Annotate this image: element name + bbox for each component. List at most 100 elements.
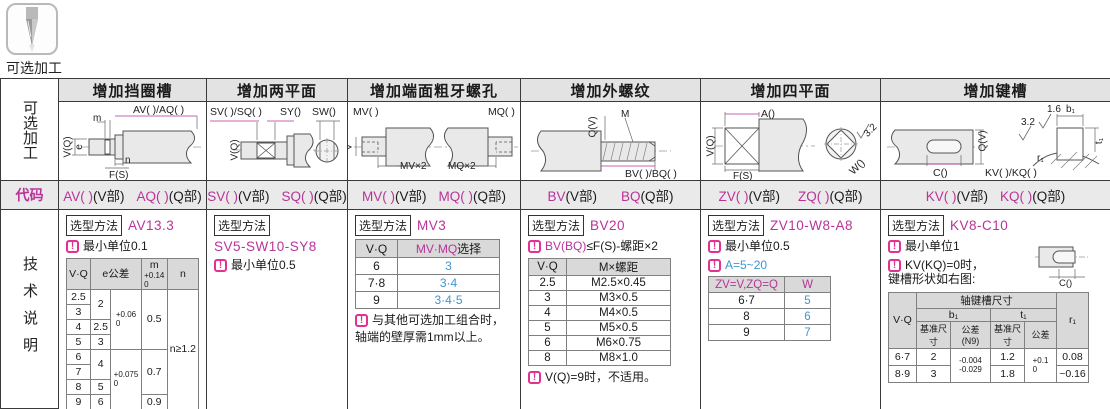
dim-label-vq: V(Q) bbox=[62, 136, 74, 158]
drill-bit-graphic bbox=[26, 7, 38, 52]
surface-finish-32-label: 3.2 bbox=[1021, 117, 1035, 128]
dim-label-sw: SW() bbox=[312, 106, 336, 118]
table-row: 基准尺寸 公差(N9) 基准尺寸 公差 bbox=[889, 320, 1089, 349]
dim-label-vq: V(Q) bbox=[705, 135, 717, 157]
table-row: 3 bbox=[66, 303, 199, 320]
selection-method-box: 选型方法 bbox=[355, 215, 412, 236]
tech-cell-two-flats: 选型方法 SV5-SW10-SY8 ! 最小单位0.5 bbox=[207, 210, 348, 409]
dim-label-qv: Q(V) bbox=[587, 116, 599, 138]
selection-example: MV3 bbox=[417, 218, 447, 233]
dim-label-sy: SY() bbox=[280, 106, 301, 118]
warning-icon: ! bbox=[528, 240, 541, 253]
warning-icon: ! bbox=[888, 258, 901, 272]
optional-machining-label: 可选加工 bbox=[6, 60, 62, 76]
note-combination: ! 与其他可选加工组合时， bbox=[355, 313, 513, 329]
code-cell-zv-zq: ZV( )(V部) ZQ( )(Q部) bbox=[701, 181, 881, 210]
diagram-keyway: Q(V) C() KV( )/KQ( ) 1.6 b₁ 3.2 t₁ r₁ bbox=[881, 102, 1110, 181]
diagram-external-thread: Q(V) M BV( )/BQ( ) bbox=[521, 102, 701, 181]
col-header-keyway: 增加键槽 bbox=[881, 79, 1110, 102]
code-cell-bv-bq: BV(V部) BQ(Q部) bbox=[521, 181, 701, 210]
dim-label-c: C() bbox=[933, 167, 948, 179]
dim-label-mq: MQ( ) bbox=[488, 106, 515, 118]
selection-example: BV20 bbox=[590, 218, 626, 233]
table-row: V·Q 轴键槽尺寸 r₁ bbox=[888, 291, 1089, 349]
dim-label-vq: V(Q) bbox=[229, 139, 241, 161]
warning-icon: ! bbox=[66, 240, 79, 253]
dim-label-e: e bbox=[73, 144, 85, 150]
dim-label-kv-kq: KV( )/KQ( ) bbox=[985, 167, 1037, 179]
dim-label-r1: r₁ bbox=[1037, 153, 1044, 164]
note-combination-line2: 轴端的壁厚需1mm以上。 bbox=[355, 329, 490, 344]
col-header-two-flats: 增加两平面 bbox=[207, 79, 348, 102]
four-flats-drawing bbox=[712, 112, 870, 172]
selection-example: AV13.3 bbox=[128, 218, 175, 233]
selection-method-box: 选型方法 bbox=[214, 215, 271, 236]
col-header-retaining-ring-groove: 增加挡圈槽 bbox=[59, 79, 207, 102]
tech-cell-keyway: 选型方法 KV8-C10 C() ! 最小单位1 ! bbox=[881, 210, 1110, 409]
dim-label-m-thread: M bbox=[621, 109, 630, 120]
note-kv-zero-line2: 键槽形状如右图: bbox=[888, 272, 976, 287]
row-header-code: 代码 bbox=[1, 181, 59, 210]
keyway-mini-drawing bbox=[1035, 246, 1089, 279]
dim-label-a: A() bbox=[761, 108, 775, 120]
warning-icon: ! bbox=[708, 240, 721, 253]
dim-label-fs: F(S) bbox=[733, 171, 753, 181]
selection-example: KV8-C10 bbox=[950, 218, 1009, 233]
dim-label-n: n bbox=[125, 155, 131, 166]
col-header-end-tapped-hole: 增加端面粗牙螺孔 bbox=[348, 79, 521, 102]
keyway-drawing bbox=[887, 113, 1100, 171]
dim-label-mv2: MV×2 bbox=[400, 161, 427, 172]
dim-label-qv: Q(V) bbox=[977, 130, 989, 152]
selection-method-box: 选型方法 bbox=[708, 215, 765, 236]
selection-method-box: 选型方法 bbox=[66, 215, 123, 236]
col-header-four-flats: 增加四平面 bbox=[701, 79, 881, 102]
dim-label-av-aq: AV( )/AQ( ) bbox=[133, 104, 185, 116]
dim-label-v: V bbox=[348, 144, 354, 151]
two-flats-drawing bbox=[210, 120, 340, 168]
dim-label-fs: F(S) bbox=[109, 170, 129, 181]
diagram-two-flats: SV( )/SQ( ) SY() SW() V(Q) bbox=[207, 102, 348, 181]
selection-method-box: 选型方法 bbox=[888, 215, 945, 236]
external-thread-drawing bbox=[531, 116, 671, 172]
warning-icon: ! bbox=[528, 370, 541, 384]
dim-label-m: m bbox=[93, 113, 102, 124]
table-row: 8·9 3 1.8 ~0.16 bbox=[888, 364, 1089, 383]
diagram-retaining-ring-groove: m AV( )/AQ( ) V(Q) e n F(S) bbox=[59, 102, 207, 181]
options-table: 可选加工 增加挡圈槽 增加两平面 增加端面粗牙螺孔 增加外螺纹 增加四平面 增加… bbox=[0, 78, 1110, 409]
table-row: b₁ t₁ bbox=[889, 307, 1089, 322]
tapped-hole-drawing bbox=[354, 127, 518, 168]
dim-label-bv-bq: BV( )/BQ( ) bbox=[625, 168, 677, 180]
note-min-unit: ! 最小单位0.5 bbox=[708, 239, 873, 255]
dim-label-mq2: MQ×2 bbox=[448, 161, 476, 172]
dim-label-c: C() bbox=[1059, 278, 1073, 289]
dim-label-mv: MV( ) bbox=[353, 106, 379, 118]
dim-label-b1: b₁ bbox=[1066, 104, 1075, 115]
warning-icon: ! bbox=[708, 258, 721, 272]
tech-cell-four-flats: 选型方法 ZV10-W8-A8 ! 最小单位0.5 ! A=5~20 ZV=V,… bbox=[701, 210, 881, 409]
diagram-end-tapped-hole: MV( ) MQ( ) V MV×2 MQ×2 bbox=[348, 102, 521, 181]
